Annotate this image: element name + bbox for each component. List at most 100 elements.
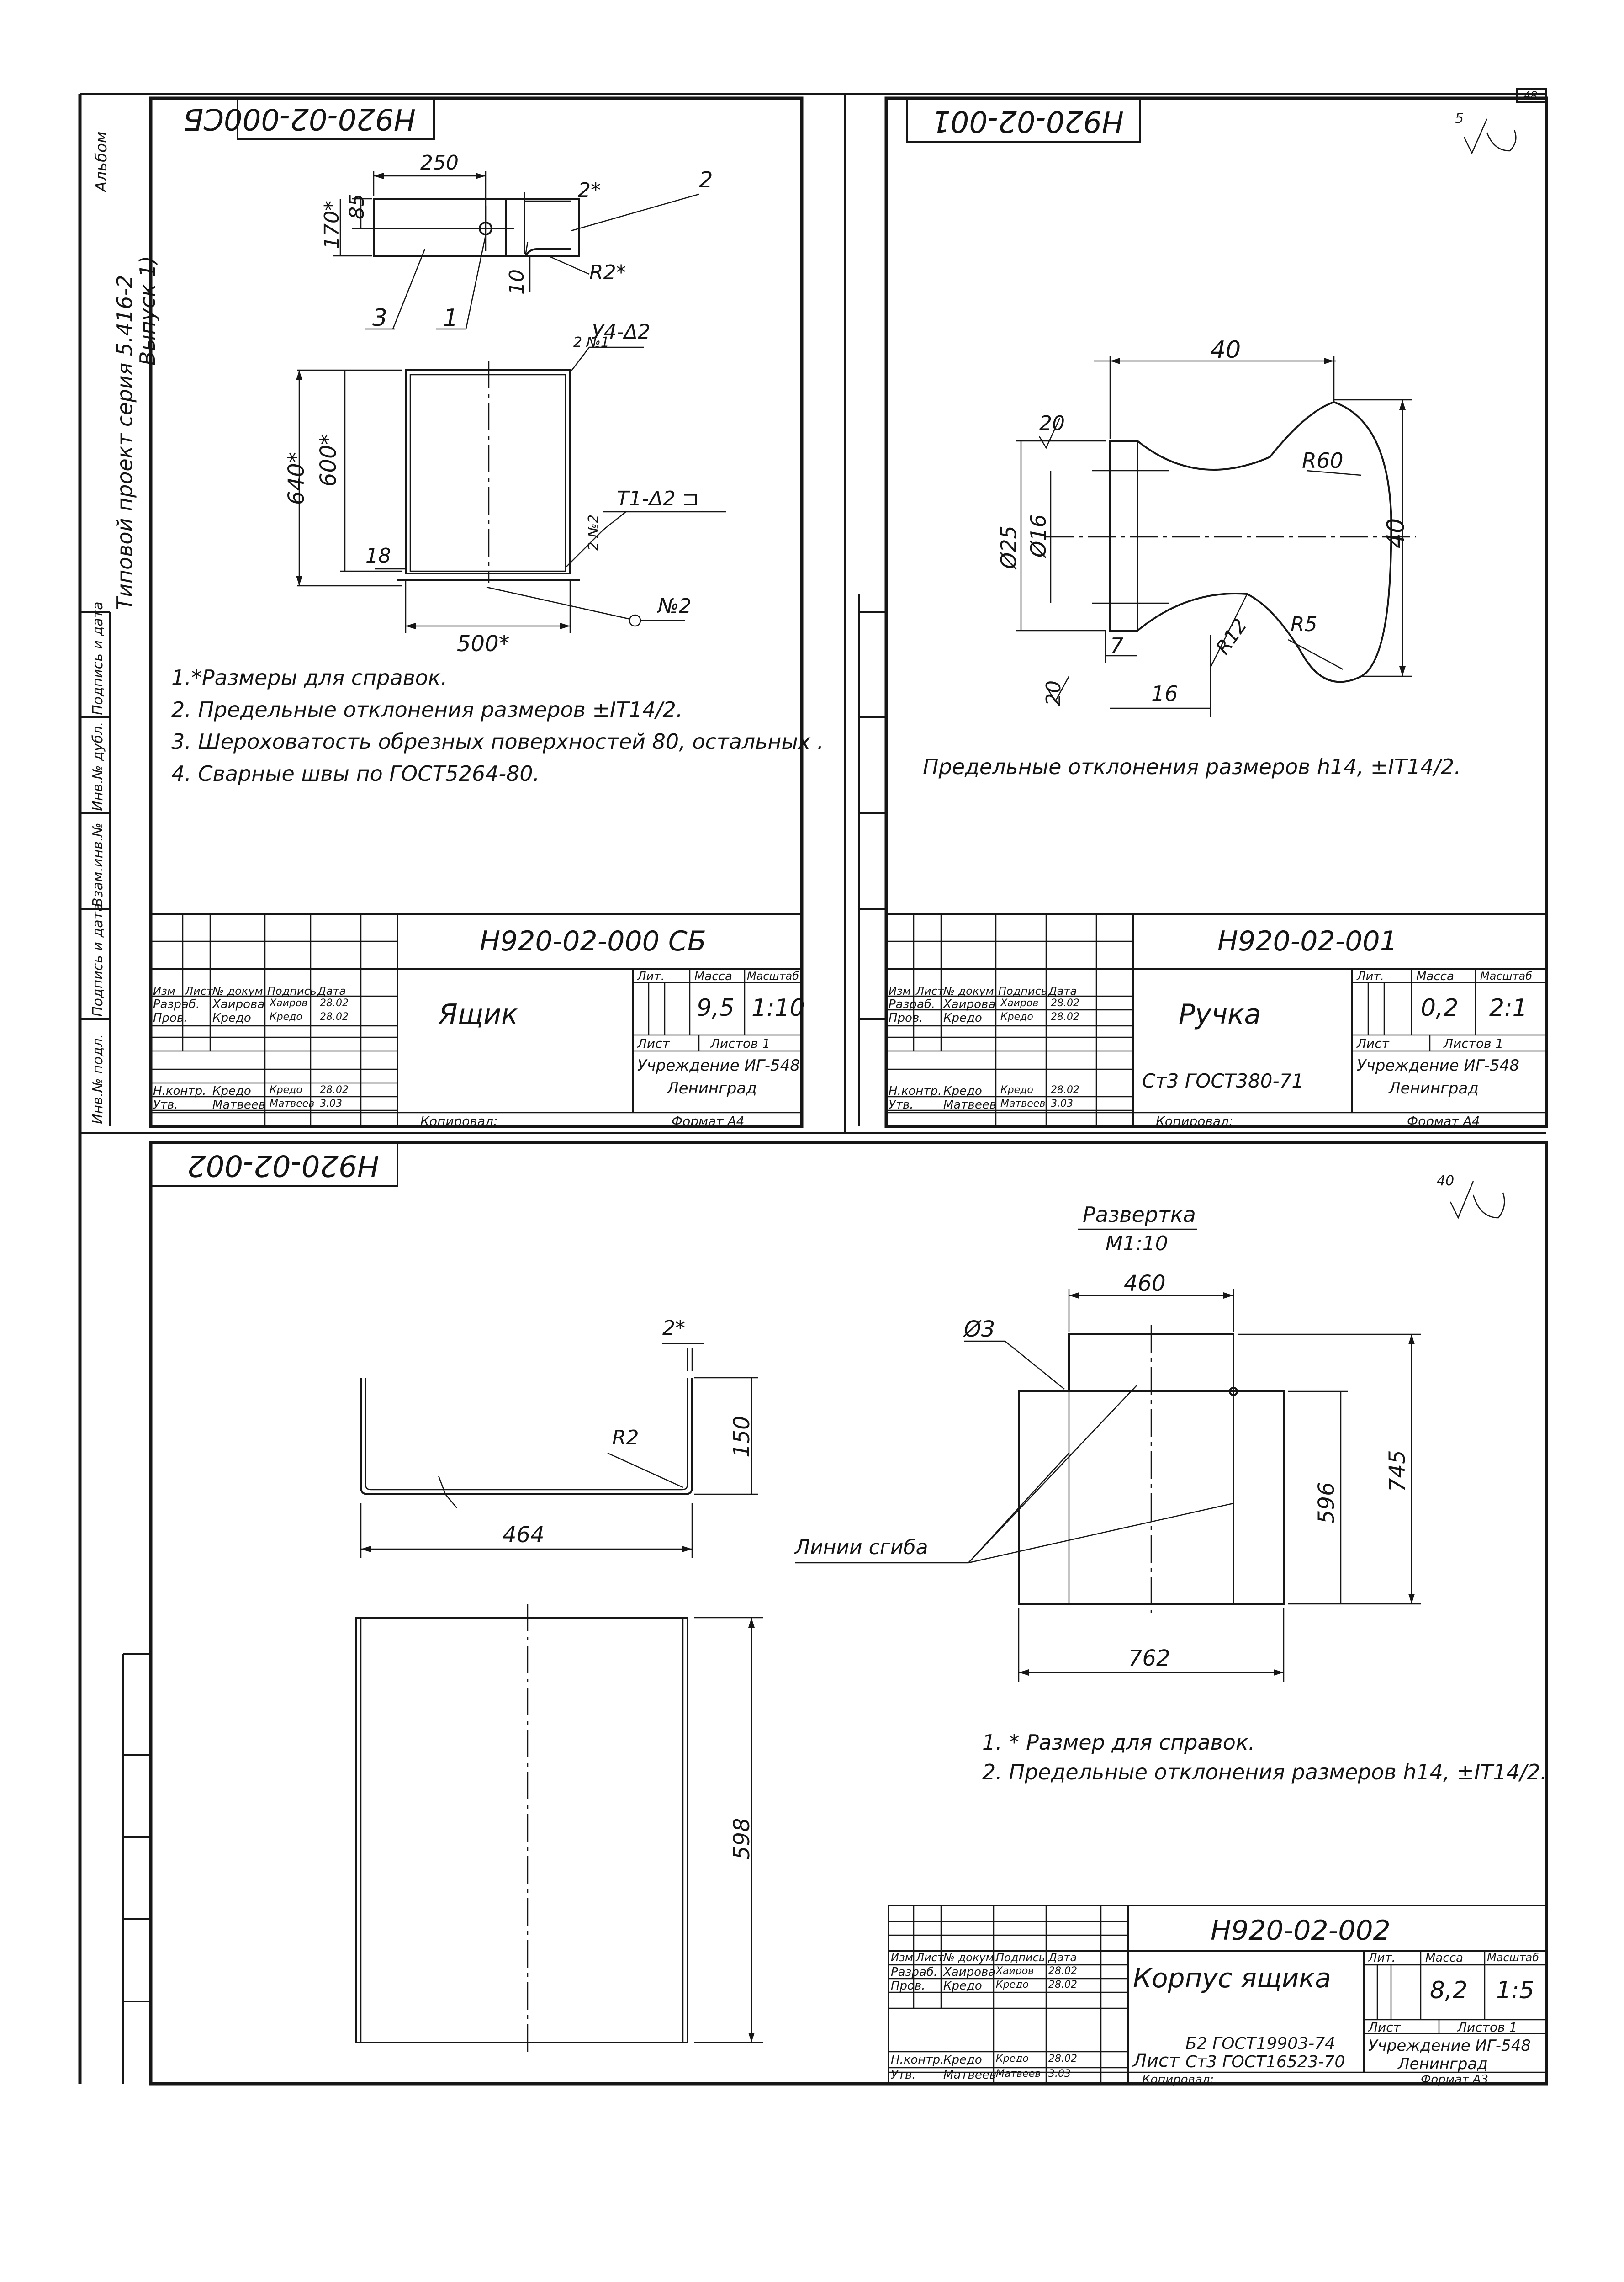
- tb2-r1-role: Разраб.: [889, 998, 936, 1011]
- tb1-sheet-label: Лист: [637, 1036, 670, 1051]
- handle-dim-40h: 40: [1211, 336, 1241, 364]
- tb3-h-izm: Изм: [891, 1951, 913, 1964]
- unfold-dim-762: 762: [1128, 1645, 1170, 1671]
- tb1-r1-sign: Хаиров: [270, 998, 308, 1009]
- tb2-r3-date: 28.02: [1051, 1084, 1079, 1096]
- tb3-r2-date: 28.02: [1048, 1979, 1077, 1990]
- drawing3-note-2: 2. Предельные отклонения размеров h14, ±…: [982, 1760, 1547, 1784]
- dim-600: 600*: [316, 434, 341, 487]
- dim-r2: R2*: [589, 261, 626, 284]
- margin-stamp-4: Инв.№ дубл.: [90, 722, 106, 811]
- tb3-r2-role: Пров.: [891, 1979, 926, 1993]
- tb2-code: Н920-02-001: [1217, 925, 1397, 957]
- weld-side: Т1-Δ2 ⊐: [617, 487, 699, 510]
- bend-lines-label: Линии сгиба: [795, 1536, 928, 1559]
- tb1-r2-date: 28.02: [320, 1011, 349, 1023]
- tb3-scale: 1:5: [1496, 1977, 1534, 2004]
- body-dim-2: 2*: [662, 1316, 685, 1340]
- tb3-sheet-label: Лист: [1368, 2020, 1401, 2035]
- dim-85: 85: [345, 194, 369, 219]
- tb2-format: Формат А4: [1407, 1114, 1480, 1129]
- tb3-h-sign: Подпись: [996, 1951, 1045, 1964]
- drawing1-code: Н920-02-000СБ: [183, 102, 416, 136]
- tb1-r2-role: Пров.: [153, 1011, 188, 1025]
- unfold-dim-596: 596: [1314, 1482, 1339, 1524]
- title-block-1: [150, 913, 803, 1127]
- drawing1-note-2: 2. Предельные отклонения размеров ±IT14/…: [171, 697, 683, 722]
- tb2-h-date: Дата: [1048, 985, 1077, 998]
- tb3-r1-sign: Хаиров: [996, 1965, 1034, 1977]
- tb2-material: Ст3 ГОСТ380-71: [1142, 1070, 1304, 1092]
- margin-stamp-5: Подпись и дата: [90, 601, 106, 716]
- handle-dim-40v: 40: [1382, 518, 1410, 548]
- drawing2-roughness: 5: [1455, 111, 1464, 127]
- tb2-r4-role: Утв.: [889, 1098, 914, 1112]
- tb2-r3-sign: Кредо: [1000, 1084, 1033, 1096]
- handle-profile: [1109, 401, 1392, 683]
- tb1-r1-name: Хаирова: [212, 998, 265, 1011]
- code-box-2: [906, 97, 1141, 143]
- tb3-r4-role: Утв.: [891, 2068, 916, 2082]
- tb2-sheets-label: Листов 1: [1444, 1036, 1504, 1051]
- tb1-h-date: Дата: [317, 985, 346, 998]
- tb2-r2-name: Кредо: [943, 1011, 982, 1025]
- body-dim-464: 464: [503, 1522, 545, 1548]
- tb1-r4-role: Утв.: [153, 1098, 178, 1112]
- tb2-mass: 0,2: [1421, 994, 1459, 1022]
- tb3-scale-label: Масштаб: [1487, 1951, 1539, 1964]
- callout-n2: №2: [658, 594, 692, 618]
- tb3-r1-date: 28.02: [1048, 1965, 1077, 1977]
- tb2-org2: Ленинград: [1389, 1079, 1479, 1098]
- margin-project-line2: Выпуск 1): [135, 255, 160, 366]
- handle-dim-25: Ø25: [996, 525, 1021, 569]
- tb3-mass-label: Масса: [1425, 1951, 1463, 1965]
- margin-stamp-2: Подпись и дата: [90, 903, 106, 1017]
- unfold-dim-3: Ø3: [964, 1316, 995, 1342]
- front-view-body: [405, 369, 571, 574]
- code-box-3: [150, 1141, 398, 1187]
- callout-2: 2: [699, 167, 713, 193]
- dim-250: 250: [420, 151, 459, 175]
- margin-stamp-3: Взам.инв.№: [90, 823, 106, 907]
- tb2-r3-role: Н.контр.: [889, 1084, 942, 1098]
- tb2-org1: Учреждение ИГ-548: [1357, 1056, 1519, 1075]
- code-box-1: [237, 97, 435, 140]
- tb3-sheets-label: Листов 1: [1457, 2020, 1518, 2035]
- tb2-h-sign: Подпись: [998, 985, 1047, 998]
- handle-dim-7: 7: [1110, 633, 1124, 658]
- tb1-r1-date: 28.02: [320, 998, 349, 1009]
- handle-dim-16d: Ø16: [1026, 514, 1051, 557]
- handle-dim-20b: 20: [1042, 680, 1065, 706]
- tb1-h-list: Лист: [185, 985, 213, 998]
- tb2-r2-sign: Кредо: [1000, 1011, 1033, 1023]
- tb1-code: Н920-02-000 СБ: [480, 925, 706, 957]
- tb3-material-prefix: Лист: [1133, 2050, 1180, 2071]
- dim-640: 640*: [284, 452, 309, 505]
- tb2-sheet-label: Лист: [1357, 1036, 1389, 1051]
- tb3-format: Формат А3: [1421, 2073, 1489, 2086]
- callout-1: 1: [443, 304, 459, 332]
- tb1-mass: 9,5: [697, 994, 735, 1022]
- tb2-mass-label: Масса: [1416, 970, 1454, 983]
- unfold-dim-745: 745: [1385, 1450, 1410, 1492]
- sheet-number: 48: [1523, 89, 1538, 102]
- drawing1-note-1: 1.*Размеры для справок.: [171, 665, 448, 690]
- handle-dim-16: 16: [1151, 681, 1178, 706]
- tb1-mass-label: Масса: [694, 970, 732, 983]
- margin-corner-mark: Альбом: [92, 131, 111, 192]
- tb2-r4-sign: Матвеев: [1000, 1098, 1046, 1109]
- body-dim-598: 598: [729, 1818, 755, 1860]
- tb2-r1-sign: Хаиров: [1000, 998, 1039, 1009]
- tb1-org1: Учреждение ИГ-548: [637, 1056, 800, 1075]
- dim-2: 2*: [578, 179, 601, 202]
- handle-r5: R5: [1291, 613, 1317, 636]
- tb3-h-list: Лист: [916, 1951, 944, 1964]
- handle-r60: R60: [1302, 448, 1344, 473]
- tb2-h-doc: № докум.: [943, 985, 998, 998]
- tb3-copied: Копировал:: [1142, 2073, 1214, 2086]
- unfold-title: Развертка: [1083, 1202, 1196, 1227]
- tb1-scale-label: Масштаб: [747, 970, 799, 982]
- tb3-material2: Ст3 ГОСТ16523-70: [1185, 2053, 1345, 2071]
- dim-18: 18: [365, 544, 391, 568]
